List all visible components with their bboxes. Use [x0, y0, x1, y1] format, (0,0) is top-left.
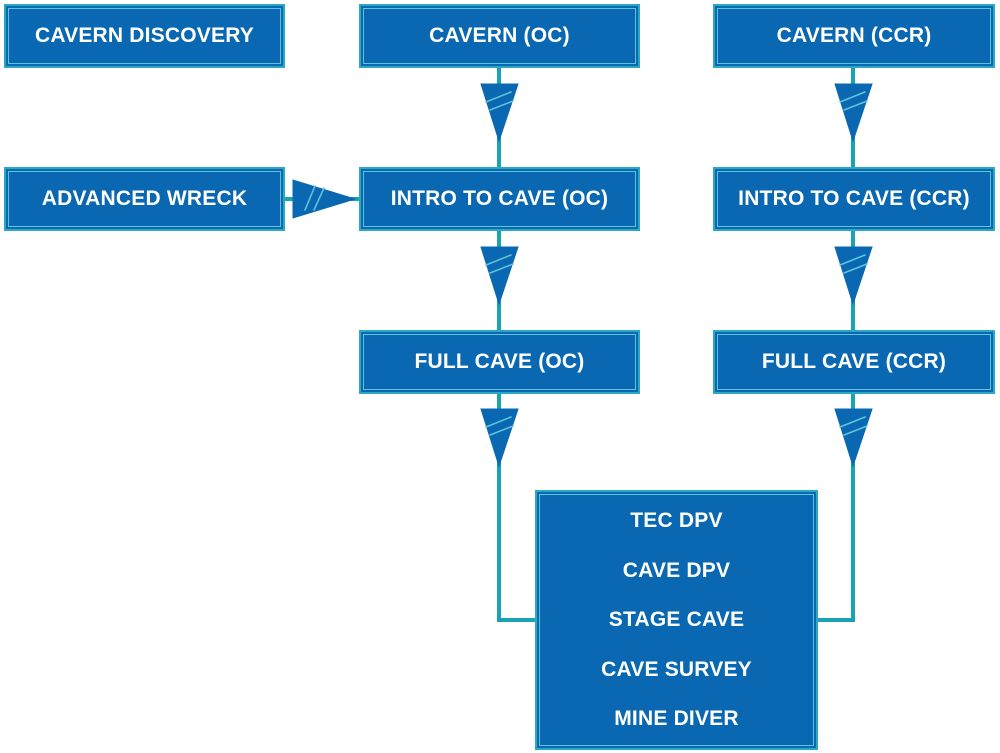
edge-full-oc-to-specialties [497, 394, 535, 622]
arrow-down-icon [480, 83, 519, 143]
specialty-item: CAVE DPV [622, 558, 731, 582]
node-label: CAVERN (CCR) [776, 24, 932, 47]
node-label: FULL CAVE (OC) [414, 350, 585, 373]
node-label: FULL CAVE (CCR) [761, 350, 947, 373]
specialty-item: CAVE SURVEY [601, 657, 752, 681]
specialty-item: MINE DIVER [614, 707, 739, 730]
arrow-down-icon [834, 246, 873, 306]
node-cavern-discovery: CAVERN DISCOVERY [4, 4, 285, 68]
node-label: ADVANCED WRECK [41, 187, 248, 210]
node-label: CAVERN (OC) [429, 24, 570, 47]
node-label: INTRO TO CAVE (OC) [390, 187, 609, 210]
arrow-right-icon [292, 179, 357, 219]
node-cavern-ccr: CAVERN (CCR) [713, 4, 995, 68]
specialty-item: TEC DPV [630, 509, 723, 532]
arrow-down-icon [834, 408, 873, 468]
edge-full-ccr-to-specialties [818, 394, 855, 622]
node-intro-to-cave-ccr: INTRO TO CAVE (CCR) [713, 167, 995, 231]
arrow-down-icon [480, 246, 519, 306]
node-specialties: TEC DPV CAVE DPV STAGE CAVE CAVE SURVEY … [535, 490, 818, 750]
arrow-down-icon [834, 83, 873, 143]
node-intro-to-cave-oc: INTRO TO CAVE (OC) [359, 167, 640, 231]
node-label: INTRO TO CAVE (CCR) [738, 187, 970, 210]
node-label: CAVERN DISCOVERY [34, 24, 255, 47]
node-cavern-oc: CAVERN (OC) [359, 4, 640, 68]
node-full-cave-ccr: FULL CAVE (CCR) [713, 330, 995, 394]
node-advanced-wreck: ADVANCED WRECK [4, 167, 285, 231]
arrow-down-icon [480, 408, 519, 468]
node-full-cave-oc: FULL CAVE (OC) [359, 330, 640, 394]
specialty-item: STAGE CAVE [608, 608, 745, 631]
